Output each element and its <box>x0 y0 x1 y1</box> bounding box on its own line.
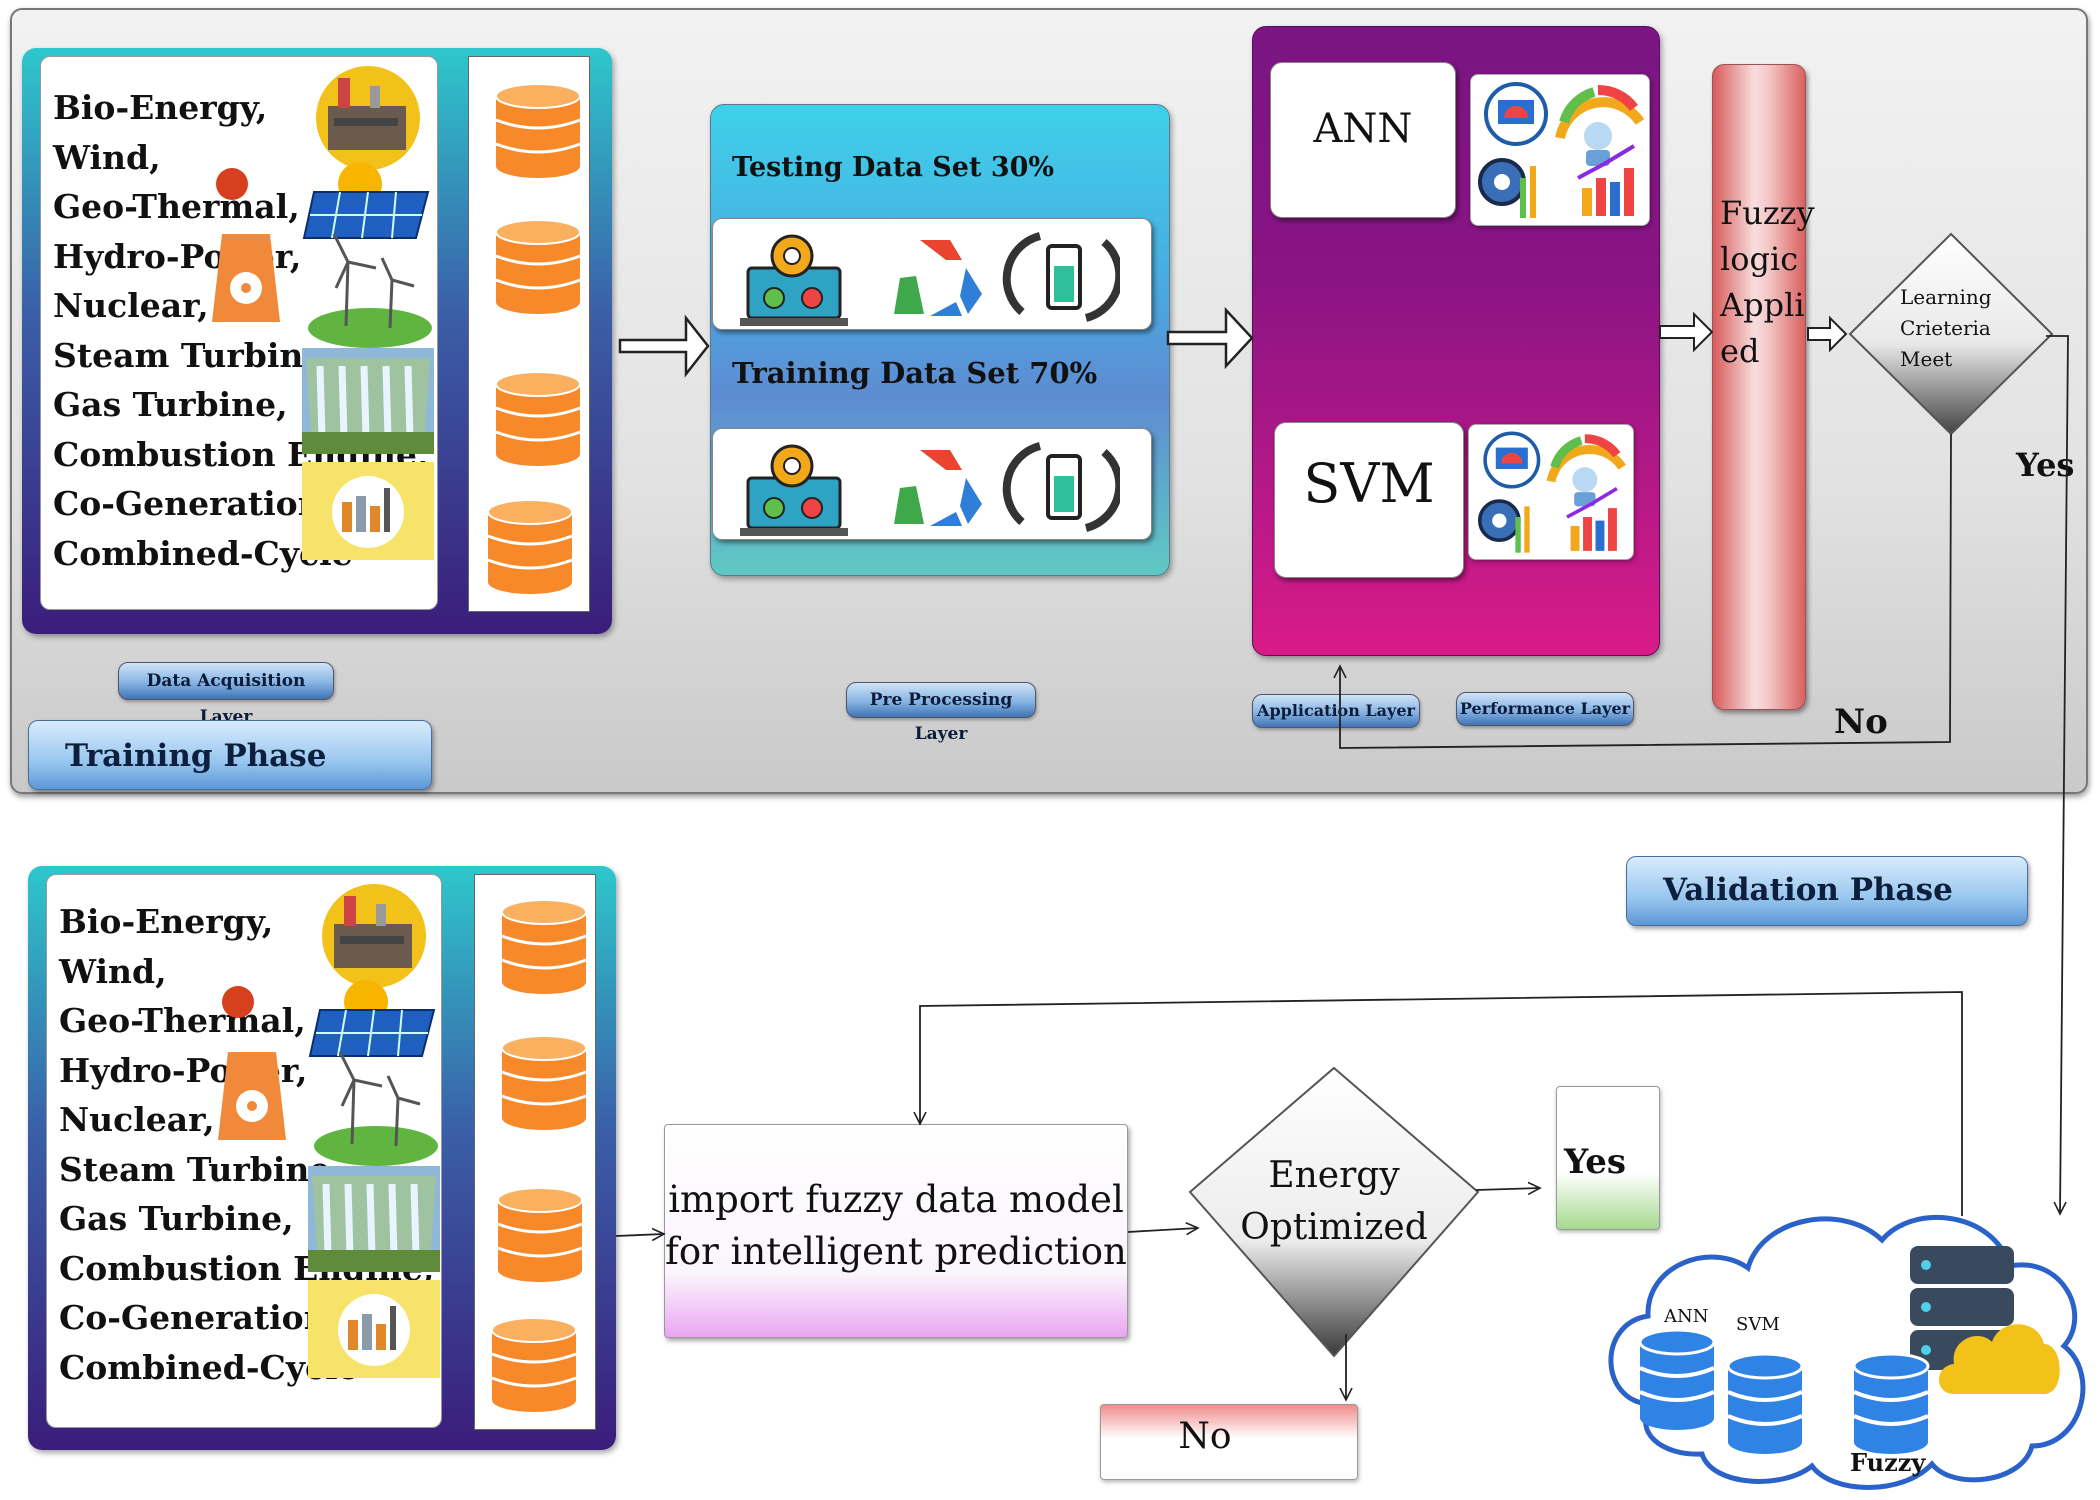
database-icon <box>497 1187 583 1282</box>
source-item: Geo-Thermal, <box>53 187 300 226</box>
recycle-icon <box>894 240 982 316</box>
validation-no-box <box>1100 1404 1358 1480</box>
dam-icon <box>308 1166 440 1272</box>
sun-cloud-icon <box>1939 1324 2060 1394</box>
fuzzy-cloud-database-icon <box>1852 1352 1930 1454</box>
decision-line: Crieteria <box>1900 316 1991 340</box>
energy-line: Energy <box>1268 1155 1400 1196</box>
training-phase-label: Training Phase <box>28 720 432 790</box>
database-icon <box>501 899 587 994</box>
cloud-ann-label: ANN <box>1664 1306 1709 1327</box>
ann-label: ANN <box>1313 106 1413 152</box>
nuclear-icon <box>218 986 286 1140</box>
database-icon <box>491 1317 577 1412</box>
battery-icon <box>1002 232 1120 322</box>
source-item: Bio-Energy, <box>59 902 274 941</box>
source-item: Gas Turbine, <box>59 1199 294 1238</box>
import-line: import fuzzy data model <box>668 1178 1124 1221</box>
ann-cloud-database-icon <box>1638 1328 1716 1430</box>
svm-cloud-database-icon <box>1726 1352 1804 1454</box>
recycle-icon <box>894 450 982 526</box>
application-layer-label: Application Layer <box>1252 694 1420 728</box>
gauge-icon <box>1555 84 1645 166</box>
data-acquisition-layer-label: Data Acquisition Layer <box>118 662 334 727</box>
svm-performance-icons <box>1477 431 1626 553</box>
arrow-energy-to-yes <box>1475 1188 1540 1190</box>
decision-line: Learning <box>1900 285 1992 309</box>
source-item: Co-Generation, <box>59 1298 340 1337</box>
fuzzy-line: ed <box>1720 332 1760 370</box>
gear-laptop-icon <box>740 444 848 536</box>
dam-icon <box>302 348 434 454</box>
testing-dataset-label: Testing Data Set 30% <box>732 152 1055 183</box>
learning-criteria-text: Learning Crieteria Meet <box>1900 282 1992 375</box>
ann-performance-icons <box>1478 82 1645 218</box>
monitor-icon <box>1484 82 1548 146</box>
import-fuzzy-model-text: import fuzzy data model for intelligent … <box>664 1174 1128 1278</box>
gear-icon <box>1478 158 1536 218</box>
testing-strip-icons <box>740 232 1120 326</box>
energy-optimized-text: Energy Optimized <box>1186 1150 1482 1254</box>
validation-phase-label: Validation Phase <box>1626 856 2028 926</box>
source-item: Nuclear, <box>59 1100 215 1139</box>
source-item: Gas Turbine, <box>53 385 288 424</box>
training-strip-icons <box>740 442 1120 536</box>
database-icon <box>487 499 573 594</box>
training-no-label: No <box>1834 702 1888 742</box>
ann-model-card <box>1270 62 1456 218</box>
gear-laptop-icon <box>740 234 848 326</box>
cloud-svm-label: SVM <box>1736 1314 1780 1335</box>
source-item: Steam Turbine, <box>59 1149 342 1189</box>
source-item: Steam Turbine, <box>53 335 336 375</box>
training-energy-illustrations <box>212 66 434 560</box>
factory-icon <box>302 462 434 560</box>
fuzzy-line: logic <box>1720 240 1799 278</box>
source-item: Wind, <box>53 137 161 177</box>
cloud-fuzzy-label: Fuzzy <box>1850 1448 1926 1477</box>
nuclear-icon <box>212 168 280 322</box>
database-icon <box>495 371 581 466</box>
source-item: Nuclear, <box>53 286 209 325</box>
validation-energy-illustrations <box>218 884 440 1378</box>
training-dataset-label: Training Data Set 70% <box>732 356 1098 390</box>
validation-no-label: No <box>1178 1416 1232 1457</box>
database-icon <box>501 1035 587 1130</box>
solar-panel-icon <box>302 162 430 239</box>
source-item: Geo-Thermal, <box>59 1001 306 1040</box>
database-icon <box>495 219 581 314</box>
import-line: for intelligent prediction <box>665 1230 1127 1273</box>
solar-panel-icon <box>308 980 436 1057</box>
wind-turbine-icon <box>314 1051 438 1166</box>
source-item: Co-Generation, <box>53 484 334 523</box>
gauge-icon <box>1546 434 1626 507</box>
battery-icon <box>1002 442 1120 532</box>
decision-line: Meet <box>1900 347 1953 371</box>
pre-processing-layer-label: Pre Processing Layer <box>846 682 1036 744</box>
power-plant-icon <box>316 66 420 170</box>
training-yes-label: Yes <box>2016 446 2075 484</box>
fuzzy-logic-text: Fuzzy logic Appli ed <box>1720 190 1815 374</box>
database-icon <box>495 83 581 178</box>
performance-layer-label: Performance Layer <box>1456 692 1634 726</box>
fuzzy-logic-bar <box>1712 64 1806 710</box>
energy-line: Optimized <box>1240 1207 1428 1248</box>
validation-yes-label: Yes <box>1563 1142 1627 1182</box>
fuzzy-line: Fuzzy <box>1720 194 1815 232</box>
bar-chart-icon <box>1577 144 1636 216</box>
source-item: Bio-Energy, <box>53 88 268 127</box>
gear-icon <box>1477 499 1530 553</box>
factory-icon <box>308 1280 440 1378</box>
svm-label: SVM <box>1303 452 1435 515</box>
power-plant-icon <box>322 884 426 988</box>
arrow-sources-to-import <box>615 1234 664 1236</box>
monitor-icon <box>1483 431 1541 489</box>
wind-turbine-icon <box>308 233 432 348</box>
source-item: Wind, <box>59 951 167 991</box>
fuzzy-line: Appli <box>1720 286 1805 324</box>
